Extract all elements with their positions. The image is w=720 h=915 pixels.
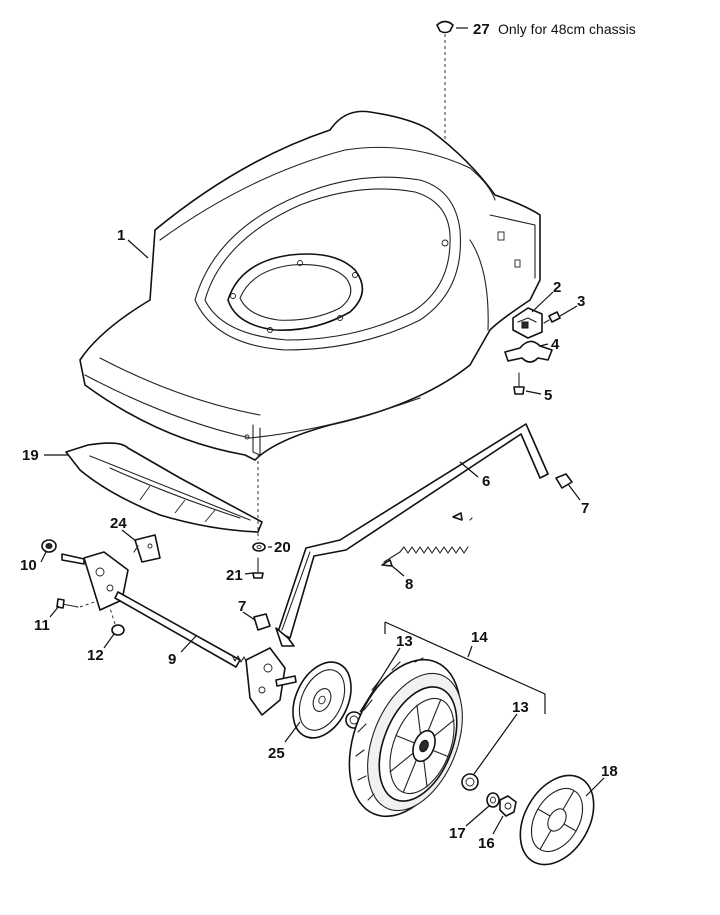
callout-13-right: 13	[512, 699, 529, 716]
part-7-clip-right	[555, 473, 573, 489]
callout-8: 8	[405, 576, 413, 593]
part-5-screw	[513, 372, 525, 395]
callout-7-left: 7	[238, 598, 246, 615]
leader-lines	[40, 27, 605, 835]
part-8-spring	[381, 512, 473, 567]
part-10-nut	[41, 539, 57, 553]
part-12-nut	[107, 601, 125, 636]
callout-9: 9	[168, 651, 176, 668]
part-14-wheel	[348, 657, 463, 818]
part-11-screw	[56, 598, 101, 609]
callout-24: 24	[110, 515, 127, 532]
part-1-deck	[79, 110, 541, 461]
callout-16: 16	[478, 835, 495, 852]
callout-19: 19	[22, 447, 39, 464]
callout-7: 7	[581, 500, 589, 517]
part-19-deflector	[65, 442, 263, 533]
callout-1: 1	[117, 227, 125, 244]
part-21-screw	[252, 557, 264, 579]
callout-25: 25	[268, 745, 285, 762]
part-24-bracket	[133, 534, 161, 563]
part-27-note: Only for 48cm chassis	[498, 21, 636, 37]
callout-27: 27	[473, 21, 490, 38]
callout-14: 14	[471, 629, 488, 646]
part-2-bracket	[512, 307, 543, 339]
part-4-clamp	[504, 340, 553, 363]
callout-10: 10	[20, 557, 37, 574]
callout-13-left: 13	[396, 633, 413, 650]
part-16-nut	[499, 795, 517, 817]
callout-6: 6	[482, 473, 490, 490]
callout-20: 20	[274, 539, 291, 556]
callout-21: 21	[226, 567, 243, 584]
callout-12: 12	[87, 647, 104, 664]
callout-3: 3	[577, 293, 585, 310]
part-20-washer	[252, 542, 266, 552]
callout-17: 17	[449, 825, 466, 842]
part-18-hub-cover	[519, 774, 595, 866]
part-3-screw	[543, 311, 561, 324]
part-7-clip-left	[253, 613, 271, 631]
part-13-bearing-right	[461, 773, 479, 791]
callout-4: 4	[551, 336, 560, 353]
part-25-hub-cap	[292, 661, 352, 739]
part-17-washer	[486, 792, 500, 808]
part-6-rear-axle	[275, 423, 549, 647]
callout-5: 5	[544, 387, 552, 404]
callout-2: 2	[553, 279, 561, 296]
callout-18: 18	[601, 763, 618, 780]
callout-11: 11	[34, 617, 50, 634]
part-9-front-axle	[61, 551, 297, 716]
callout-labels: 27 Only for 48cm chassis 1 2 3 4 5 6 7 7…	[20, 21, 636, 852]
